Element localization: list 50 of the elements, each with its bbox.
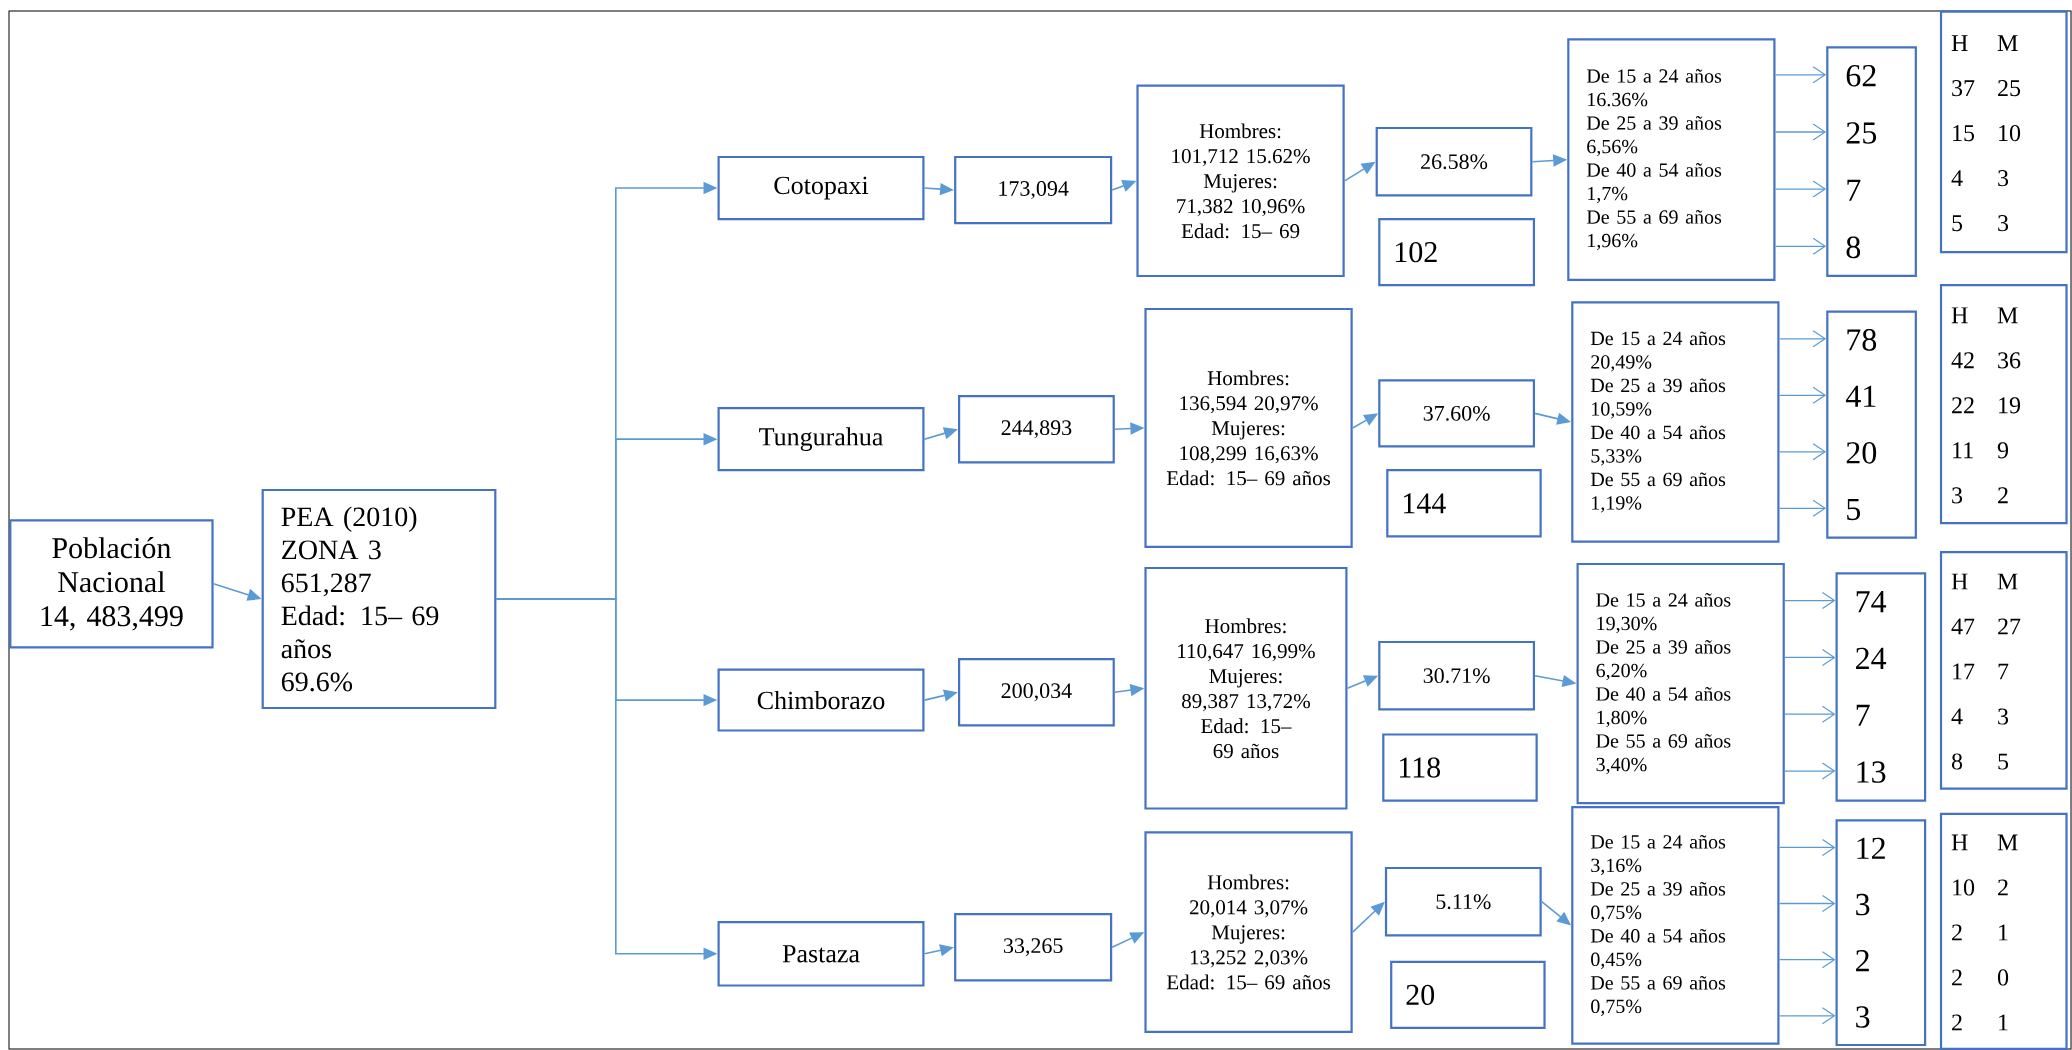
province-box: Cotopaxi	[717, 155, 925, 221]
gender-box: Hombres: 110,647 16,99% Mujeres: 89,387 13,72% Edad: 15– 69 años	[1144, 566, 1348, 810]
gender-box: Hombres: 20,014 3,07% Mujeres: 13,252 2,03% Edad: 15– 69 años	[1144, 831, 1353, 1033]
arrow	[1774, 180, 1827, 198]
province-box: Tungurahua	[717, 407, 925, 472]
count-column-box: 62 25 7 8	[1826, 46, 1917, 277]
count-box: 200,034	[958, 658, 1115, 727]
count-column-box: 78 41 20 5	[1826, 310, 1917, 539]
percentage-box: 5.11%	[1384, 866, 1542, 937]
gender-table-box: H M 37 25 15 10 4 3 5 3	[1939, 10, 2068, 254]
arrow	[1778, 1007, 1836, 1025]
percentage-box: 37.60%	[1378, 379, 1535, 448]
total-box: 102	[1378, 218, 1535, 287]
arrow	[1784, 762, 1836, 780]
zone-box: PEA (2010) ZONA 3 651,287 Edad: 15– 69 años 69.6%	[261, 488, 497, 710]
arrow	[1778, 951, 1836, 969]
arrow	[1784, 592, 1836, 610]
arrow	[1778, 499, 1827, 517]
gender-box: Hombres: 101,712 15.62% Mujeres: 71,382 10,96% Edad: 15– 69	[1136, 84, 1345, 278]
count-box: 173,094	[954, 155, 1113, 225]
percentage-box: 26.58%	[1375, 126, 1533, 197]
percentage-box: 30.71%	[1378, 640, 1535, 711]
age-group-box: De 15 a 24 años 20,49% De 25 a 39 años 10,59% De 40 a 54 años 5,33% De 55 a 69 años 1,19%	[1571, 301, 1780, 543]
age-group-box: De 15 a 24 años 3,16% De 25 a 39 años 0,75% De 40 a 54 años 0,45% De 55 a 69 años 0,75%	[1571, 806, 1780, 1045]
arrow	[1784, 648, 1836, 666]
arrow	[1778, 330, 1827, 348]
gender-table-box: H M 10 2 2 1 2 0 2 1	[1939, 812, 2068, 1050]
age-group-box: De 15 a 24 años 16.36% De 25 a 39 años 6,56% De 40 a 54 años 1,7% De 55 a 69 años 1,96%	[1567, 38, 1776, 281]
total-box: 20	[1390, 960, 1546, 1029]
province-box: Pastaza	[717, 921, 925, 987]
gender-table-box: H M 47 27 17 7 4 3 8 5	[1939, 551, 2068, 790]
population-box: Población Nacional 14, 483,499	[9, 519, 214, 649]
count-box: 244,893	[958, 395, 1115, 464]
arrow	[1778, 894, 1836, 913]
age-group-box: De 15 a 24 años 19,30% De 25 a 39 años 6,20% De 40 a 54 años 1,80% De 55 a 69 años 3,40%	[1576, 562, 1785, 805]
count-column-box: 74 24 7 13	[1835, 572, 1927, 802]
province-box: Chimborazo	[717, 668, 925, 732]
count-column-box: 12 3 2 3	[1835, 819, 1927, 1047]
total-box: 118	[1382, 733, 1538, 802]
total-box: 144	[1386, 469, 1542, 538]
arrow	[1774, 66, 1827, 84]
count-box: 33,265	[954, 913, 1113, 982]
arrow	[1778, 443, 1827, 461]
arrow	[1778, 386, 1827, 404]
arrow	[1774, 123, 1827, 141]
gender-table-box: H M 42 36 22 19 11 9 3 2	[1939, 284, 2068, 525]
arrow	[1774, 237, 1827, 255]
arrow	[1784, 705, 1836, 723]
gender-box: Hombres: 136,594 20,97% Mujeres: 108,299 16,63% Edad: 15– 69 años	[1144, 307, 1353, 548]
arrow	[1778, 838, 1836, 856]
